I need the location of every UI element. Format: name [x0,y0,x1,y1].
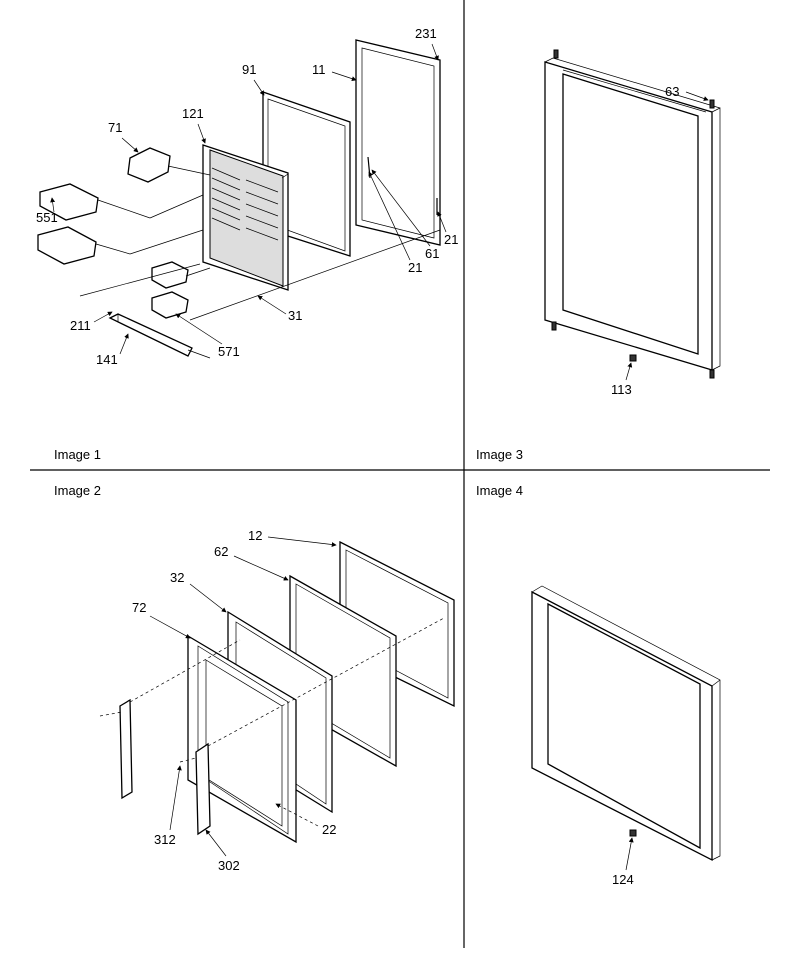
callout-12: 12 [248,528,262,543]
callout-21-left: 21 [408,260,422,275]
callout-141: 141 [96,352,118,367]
callout-91: 91 [242,62,256,77]
callout-63: 63 [665,84,679,99]
callout-231: 231 [415,26,437,41]
part-71-dairy-door [127,147,171,183]
panel-image-4: 124 [531,585,721,887]
callout-551: 551 [36,210,58,225]
part-551-shelf-lower [37,226,97,265]
callout-121: 121 [182,106,204,121]
callout-21-right: 21 [444,232,458,247]
callout-571: 571 [218,344,240,359]
callout-72: 72 [132,600,146,615]
callout-124: 124 [612,872,634,887]
callout-113: 113 [611,382,632,397]
callout-32: 32 [170,570,184,585]
part-72-door [187,634,297,844]
panel-image-1: 231 91 11 121 71 551 61 21 21 31 211 571… [36,26,458,367]
caption-image-1: Image 1 [54,447,101,462]
callout-211: 211 [70,318,91,333]
callout-22: 22 [322,822,336,837]
part-bracket-left [119,698,133,800]
panel-image-2: 12 62 32 72 22 312 302 [99,528,455,873]
part-bin-upper [151,261,189,289]
callout-11: 11 [312,62,326,77]
caption-image-2: Image 2 [54,483,101,498]
part-571-bin [151,291,189,319]
callout-61: 61 [425,246,439,261]
part-551-shelf-upper [39,183,99,221]
part-141-shelf [108,313,193,357]
callout-62: 62 [214,544,228,559]
callout-71: 71 [108,120,122,135]
part-11-outer-panel [355,39,441,246]
callout-302: 302 [218,858,240,873]
caption-image-4: Image 4 [476,483,523,498]
part-302-bracket [195,742,211,836]
callout-312: 312 [154,832,176,847]
caption-image-3: Image 3 [476,447,523,462]
panel-image-3: 63 113 [544,49,721,397]
callout-31: 31 [288,308,302,323]
